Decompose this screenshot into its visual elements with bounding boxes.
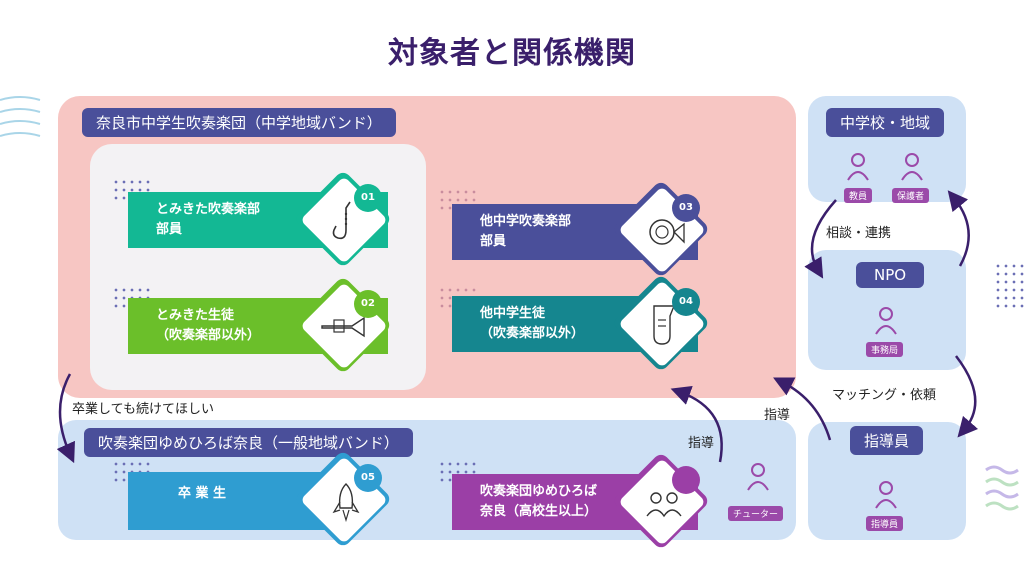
consult-label: 相談・連携 [826, 226, 892, 241]
card-diamond: 04 [611, 273, 711, 373]
decorative-waves-right [985, 465, 1019, 511]
card-diamond: 03 [611, 179, 711, 279]
card-number-badge [672, 466, 700, 494]
card-line2: （吹奏楽部以外） [156, 328, 261, 343]
guide-label-1: 指導 [688, 436, 715, 451]
teacher-tag: 教員 [844, 188, 873, 203]
card-line1: 他中学吹奏楽部 [480, 214, 572, 229]
card-line1: 他中学生徒 [480, 306, 546, 321]
instructor-person-icon [875, 481, 897, 509]
card-number-badge: 05 [354, 464, 382, 492]
tutor-person-icon [747, 463, 769, 491]
card-line1: 卒 業 生 [178, 486, 227, 501]
card-line2: 部員 [480, 234, 507, 249]
card-line2: 部員 [156, 222, 183, 237]
rocket-icon [332, 483, 360, 522]
instructor-label: 指導員 [850, 426, 924, 455]
card-diamond: 05 [293, 449, 393, 549]
card-line2: 奈良（高校生以上） [480, 504, 598, 519]
office-tag: 事務局 [866, 342, 904, 357]
card-line1: とみきた生徒 [156, 308, 235, 323]
guide-label-2: 指導 [764, 408, 791, 423]
card-number-badge: 01 [354, 184, 382, 212]
card-diamond: 02 [293, 275, 393, 375]
card-number-badge: 03 [672, 194, 700, 222]
card-diamond [611, 451, 711, 551]
card-number-badge: 02 [354, 290, 382, 318]
guardian-person-icon [901, 153, 923, 181]
instructor-tag: 指導員 [866, 516, 904, 531]
people-icon [646, 492, 682, 518]
matching-label: マッチング・依頼 [832, 388, 937, 403]
card-number-badge: 04 [672, 288, 700, 316]
page-title: 対象者と関係機関 [388, 36, 636, 71]
npo-label: NPO [856, 262, 925, 288]
tuba-icon [653, 305, 676, 345]
card-line2: （吹奏楽部以外） [480, 326, 585, 341]
graduate-label: 卒業しても続けてほしい [72, 402, 214, 417]
card-line1: とみきた吹奏楽部 [156, 202, 261, 217]
city-band-label: 奈良市中学生吹奏楽団（中学地域バンド） [82, 108, 396, 137]
school-label: 中学校・地域 [826, 108, 945, 137]
card-diamond: 01 [293, 169, 393, 269]
tutor-tag: チューター [728, 506, 784, 521]
dot-pattern [994, 262, 1024, 312]
guardian-tag: 保護者 [892, 188, 930, 203]
horn-icon [649, 219, 685, 245]
general-band-label: 吹奏楽団ゆめひろば奈良（一般地域バンド） [84, 428, 413, 457]
card-line1: 吹奏楽団ゆめひろば [480, 484, 598, 499]
teacher-person-icon [847, 153, 869, 181]
saxophone-icon [332, 201, 351, 240]
trumpet-icon [321, 316, 365, 338]
decorative-waves-left [0, 96, 41, 137]
office-person-icon [875, 307, 897, 335]
